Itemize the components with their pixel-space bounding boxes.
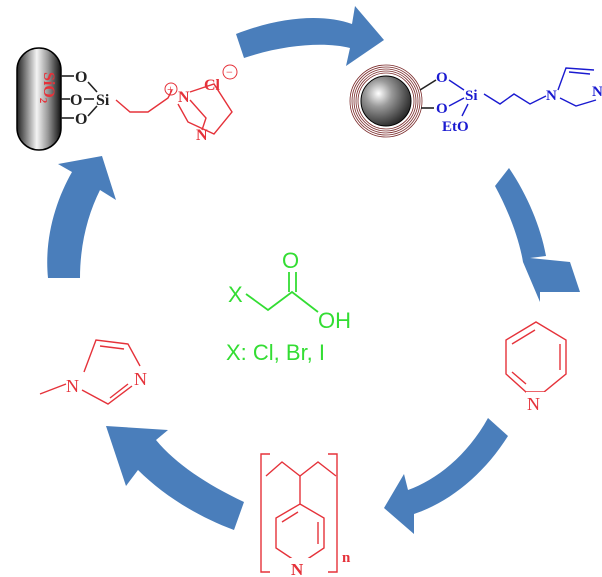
- mnp-oxygen-1: O: [436, 70, 448, 86]
- cycle-arrows: [47, 6, 580, 534]
- arrow-right: [495, 168, 580, 302]
- arrow-bottom-right: [384, 418, 508, 534]
- arrow-left: [47, 156, 116, 278]
- arrow-bottom-left: [106, 426, 244, 530]
- reagent-halogen-x: X: [228, 282, 243, 307]
- pyridine-nitrogen: N: [527, 394, 540, 414]
- methylimidazole-molecule: N N: [39, 339, 147, 405]
- silica-supported-catalyst: SiO2 O O O Si + N N Cl −: [16, 47, 238, 151]
- silica-oxygen-3: O: [75, 111, 87, 128]
- methylimidazole-nitrogen-1: N: [66, 376, 79, 396]
- silica-oxygen-2: O: [70, 92, 82, 109]
- reagent-carbonyl-oxygen: O: [282, 248, 299, 273]
- mnp-ethoxy: EtO: [442, 119, 469, 135]
- reagent-substituent-list: X: Cl, Br, I: [226, 340, 325, 365]
- pyridine-molecule: N: [505, 321, 567, 414]
- mnp-oxygen-2: O: [436, 101, 448, 117]
- haloacetic-acid-reagent: X O OH X: Cl, Br, I: [226, 248, 351, 365]
- silica-silicon: Si: [96, 92, 110, 109]
- ammonium-nitrogen: N: [178, 89, 190, 106]
- chloride-minus: −: [226, 65, 233, 79]
- reagent-hydroxyl: OH: [318, 308, 351, 333]
- polymer-pyridine-nitrogen: N: [291, 560, 304, 577]
- silica-oxygen-1: O: [75, 69, 87, 86]
- chloride-anion: Cl: [204, 77, 221, 94]
- polymer-repeat-subscript: n: [342, 550, 351, 566]
- magnetic-nanoparticle-catalyst: O O Si EtO N N: [349, 64, 602, 138]
- magnetic-core-sphere: [360, 75, 412, 127]
- polyvinylpyridine-polymer: N n: [260, 453, 351, 577]
- arrow-top: [236, 6, 384, 66]
- dabco-nitrogen: N: [196, 127, 208, 144]
- coated-nanoparticle: [349, 64, 423, 138]
- ammonium-plus: +: [167, 82, 174, 96]
- methylimidazole-nitrogen-2: N: [134, 369, 147, 389]
- mnp-imidazole-nitrogen-2: N: [592, 84, 602, 100]
- mnp-silicon: Si: [465, 88, 478, 104]
- silica-support-label: SiO2: [37, 72, 57, 104]
- mnp-imidazole-nitrogen-1: N: [546, 88, 557, 104]
